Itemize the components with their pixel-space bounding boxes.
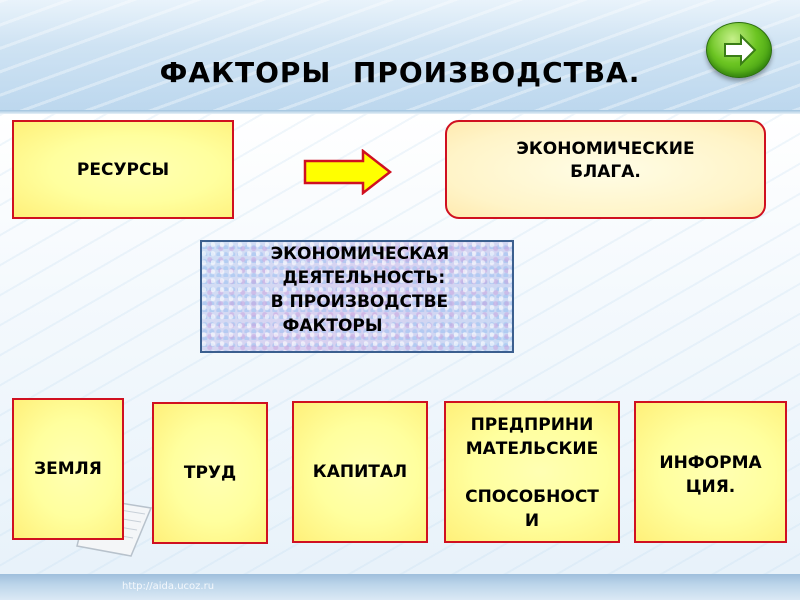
header-divider: [0, 110, 800, 114]
factor-box-entrepreneurship: ПРЕДПРИНИ МАТЕЛЬСКИЕ СПОСОБНОСТ И: [444, 401, 620, 543]
header-band: [0, 0, 800, 112]
factor-label-capital: КАПИТАЛ: [312, 462, 408, 482]
arrow-right-icon: [724, 33, 757, 67]
next-slide-button[interactable]: [706, 22, 772, 78]
economic-activity-label: ЭКОНОМИЧЕСКАЯ ДЕЯТЕЛЬНОСТЬ: В ПРОИЗВОДСТ…: [270, 244, 450, 336]
factor-label-information: ИНФОРМА ЦИЯ.: [659, 453, 762, 497]
economic-goods-box: ЭКОНОМИЧЕСКИЕ БЛАГА.: [445, 120, 766, 219]
factor-box-labor: ТРУД: [152, 402, 268, 544]
resources-box: РЕСУРСЫ: [12, 120, 234, 219]
footer-band: [0, 574, 800, 600]
footer-url: http://aida.ucoz.ru: [122, 581, 215, 592]
resources-label: РЕСУРСЫ: [76, 159, 170, 180]
slide-title: ФАКТОРЫ ПРОИЗВОДСТВА.: [159, 56, 641, 89]
factor-box-information: ИНФОРМА ЦИЯ.: [634, 401, 787, 543]
economic-goods-label: ЭКОНОМИЧЕСКИЕ БЛАГА.: [516, 139, 695, 182]
factor-label-land: ЗЕМЛЯ: [34, 459, 102, 479]
factor-label-entrepreneurship: ПРЕДПРИНИ МАТЕЛЬСКИЕ СПОСОБНОСТ И: [465, 415, 599, 531]
factor-box-land: ЗЕМЛЯ: [12, 398, 124, 540]
economic-activity-box: ЭКОНОМИЧЕСКАЯ ДЕЯТЕЛЬНОСТЬ: В ПРОИЗВОДСТ…: [200, 240, 514, 353]
right-arrow-shape: [303, 149, 393, 195]
factor-box-capital: КАПИТАЛ: [292, 401, 428, 543]
factor-label-labor: ТРУД: [183, 463, 237, 483]
